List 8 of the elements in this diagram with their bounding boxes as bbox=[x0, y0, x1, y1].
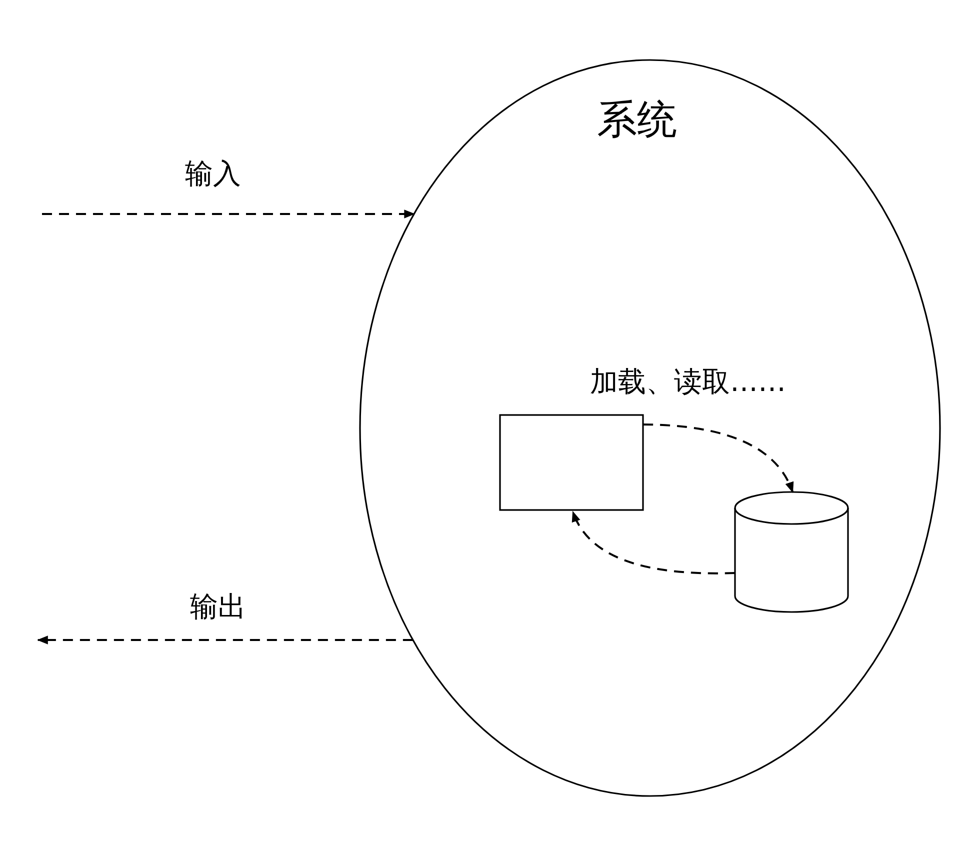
database-cylinder bbox=[735, 492, 848, 612]
system-title: 系统 bbox=[597, 96, 677, 145]
dashed-arrow bbox=[642, 424, 794, 494]
dashed-arrow bbox=[572, 510, 736, 574]
system-ellipse bbox=[360, 60, 940, 796]
dashed-arrow bbox=[42, 210, 416, 218]
process-box bbox=[500, 415, 643, 510]
dashed-arrow bbox=[36, 636, 413, 644]
